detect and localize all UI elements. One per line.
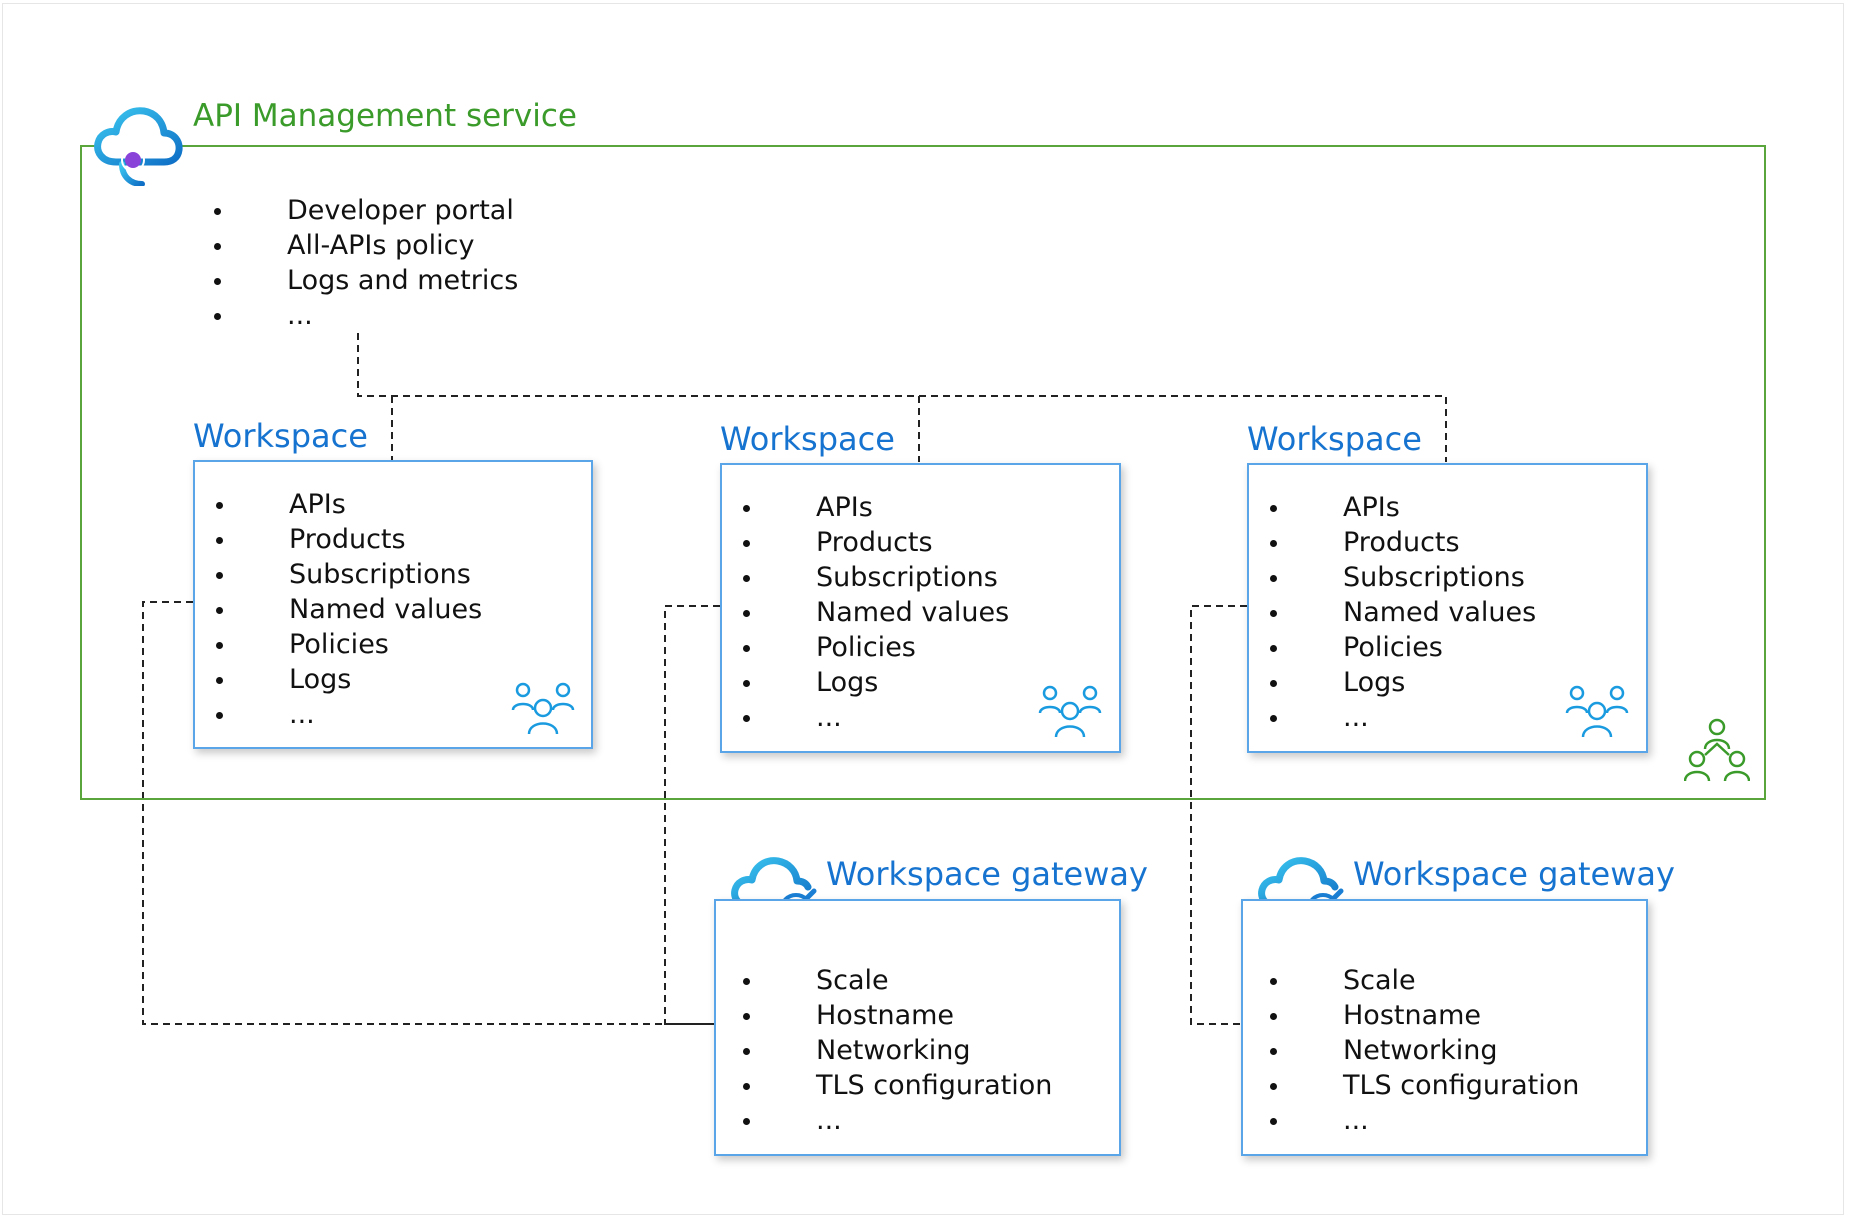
service-to-workspaces-connector (357, 333, 1447, 462)
list-item: Named values (215, 594, 483, 625)
workspace-box: APIs Products Subscriptions Named values… (720, 463, 1121, 753)
workspace1-to-gateway1-connector (142, 601, 714, 1025)
list-item: Scale (742, 963, 1052, 998)
list-item: Subscriptions (215, 557, 482, 592)
gateway-feature-list: Scale Hostname Networking TLS configurat… (1269, 963, 1580, 1138)
list-item: ... (215, 697, 482, 732)
list-item: Developer portal (213, 193, 518, 228)
gateway-feature-list: Scale Hostname Networking TLS configurat… (742, 963, 1053, 1138)
list-item: Networking (1269, 1033, 1579, 1068)
workspace-feature-list: APIs Products Subscriptions Named values… (742, 490, 1010, 735)
list-item: ... (742, 1103, 1052, 1138)
list-item: Named values (742, 597, 1010, 628)
list-item: Products (1269, 525, 1536, 560)
list-item: Logs (1269, 665, 1536, 700)
list-item: All-APIs policy (213, 228, 518, 263)
list-item: Networking (742, 1033, 1052, 1068)
list-item: Logs (215, 662, 482, 697)
org-hierarchy-icon (1684, 718, 1750, 782)
list-item: Subscriptions (742, 560, 1009, 595)
user-group-icon (1565, 685, 1629, 738)
list-item: APIs (1269, 490, 1536, 525)
api-management-cloud-icon (94, 107, 183, 186)
list-item: ... (1269, 700, 1536, 735)
workspace-title: Workspace (720, 420, 895, 458)
list-item: TLS configuration (1269, 1070, 1580, 1101)
service-title: API Management service (193, 98, 578, 134)
api-management-service-box (80, 145, 1766, 800)
list-item: ... (1269, 1103, 1579, 1138)
list-item: Products (742, 525, 1009, 560)
user-group-icon (511, 682, 575, 735)
list-item: APIs (215, 487, 482, 522)
list-item: Hostname (742, 998, 1052, 1033)
workspace-gateway-box: Scale Hostname Networking TLS configurat… (714, 899, 1121, 1156)
list-item: APIs (742, 490, 1009, 525)
workspace-box: APIs Products Subscriptions Named values… (1247, 463, 1648, 753)
workspace-title: Workspace (193, 417, 368, 455)
list-item: TLS configuration (742, 1070, 1053, 1101)
list-item: Scale (1269, 963, 1579, 998)
list-item: Logs (742, 665, 1009, 700)
list-item: ... (742, 700, 1009, 735)
list-item: Policies (742, 630, 1009, 665)
workspace-box: APIs Products Subscriptions Named values… (193, 460, 593, 749)
list-item: Named values (1269, 597, 1537, 628)
service-feature-list: Developer portal All-APIs policy Logs an… (213, 193, 519, 333)
list-item: Policies (1269, 630, 1536, 665)
workspace3-to-gateway2-connector (1190, 605, 1247, 1025)
list-item: Subscriptions (1269, 560, 1536, 595)
list-item: Policies (215, 627, 482, 662)
workspace2-to-gateway1-connector (664, 605, 720, 1025)
workspace-gateway-box: Scale Hostname Networking TLS configurat… (1241, 899, 1648, 1156)
list-item: Logs and metrics (213, 265, 519, 296)
workspace-title: Workspace (1247, 420, 1422, 458)
gateway-title: Workspace gateway (1353, 855, 1675, 893)
list-item: Hostname (1269, 998, 1579, 1033)
list-item: ... (213, 298, 518, 333)
workspace-feature-list: APIs Products Subscriptions Named values… (1269, 490, 1537, 735)
list-item: Products (215, 522, 482, 557)
workspace-feature-list: APIs Products Subscriptions Named values… (215, 487, 483, 732)
user-group-icon (1038, 685, 1102, 738)
gateway-title: Workspace gateway (826, 855, 1148, 893)
